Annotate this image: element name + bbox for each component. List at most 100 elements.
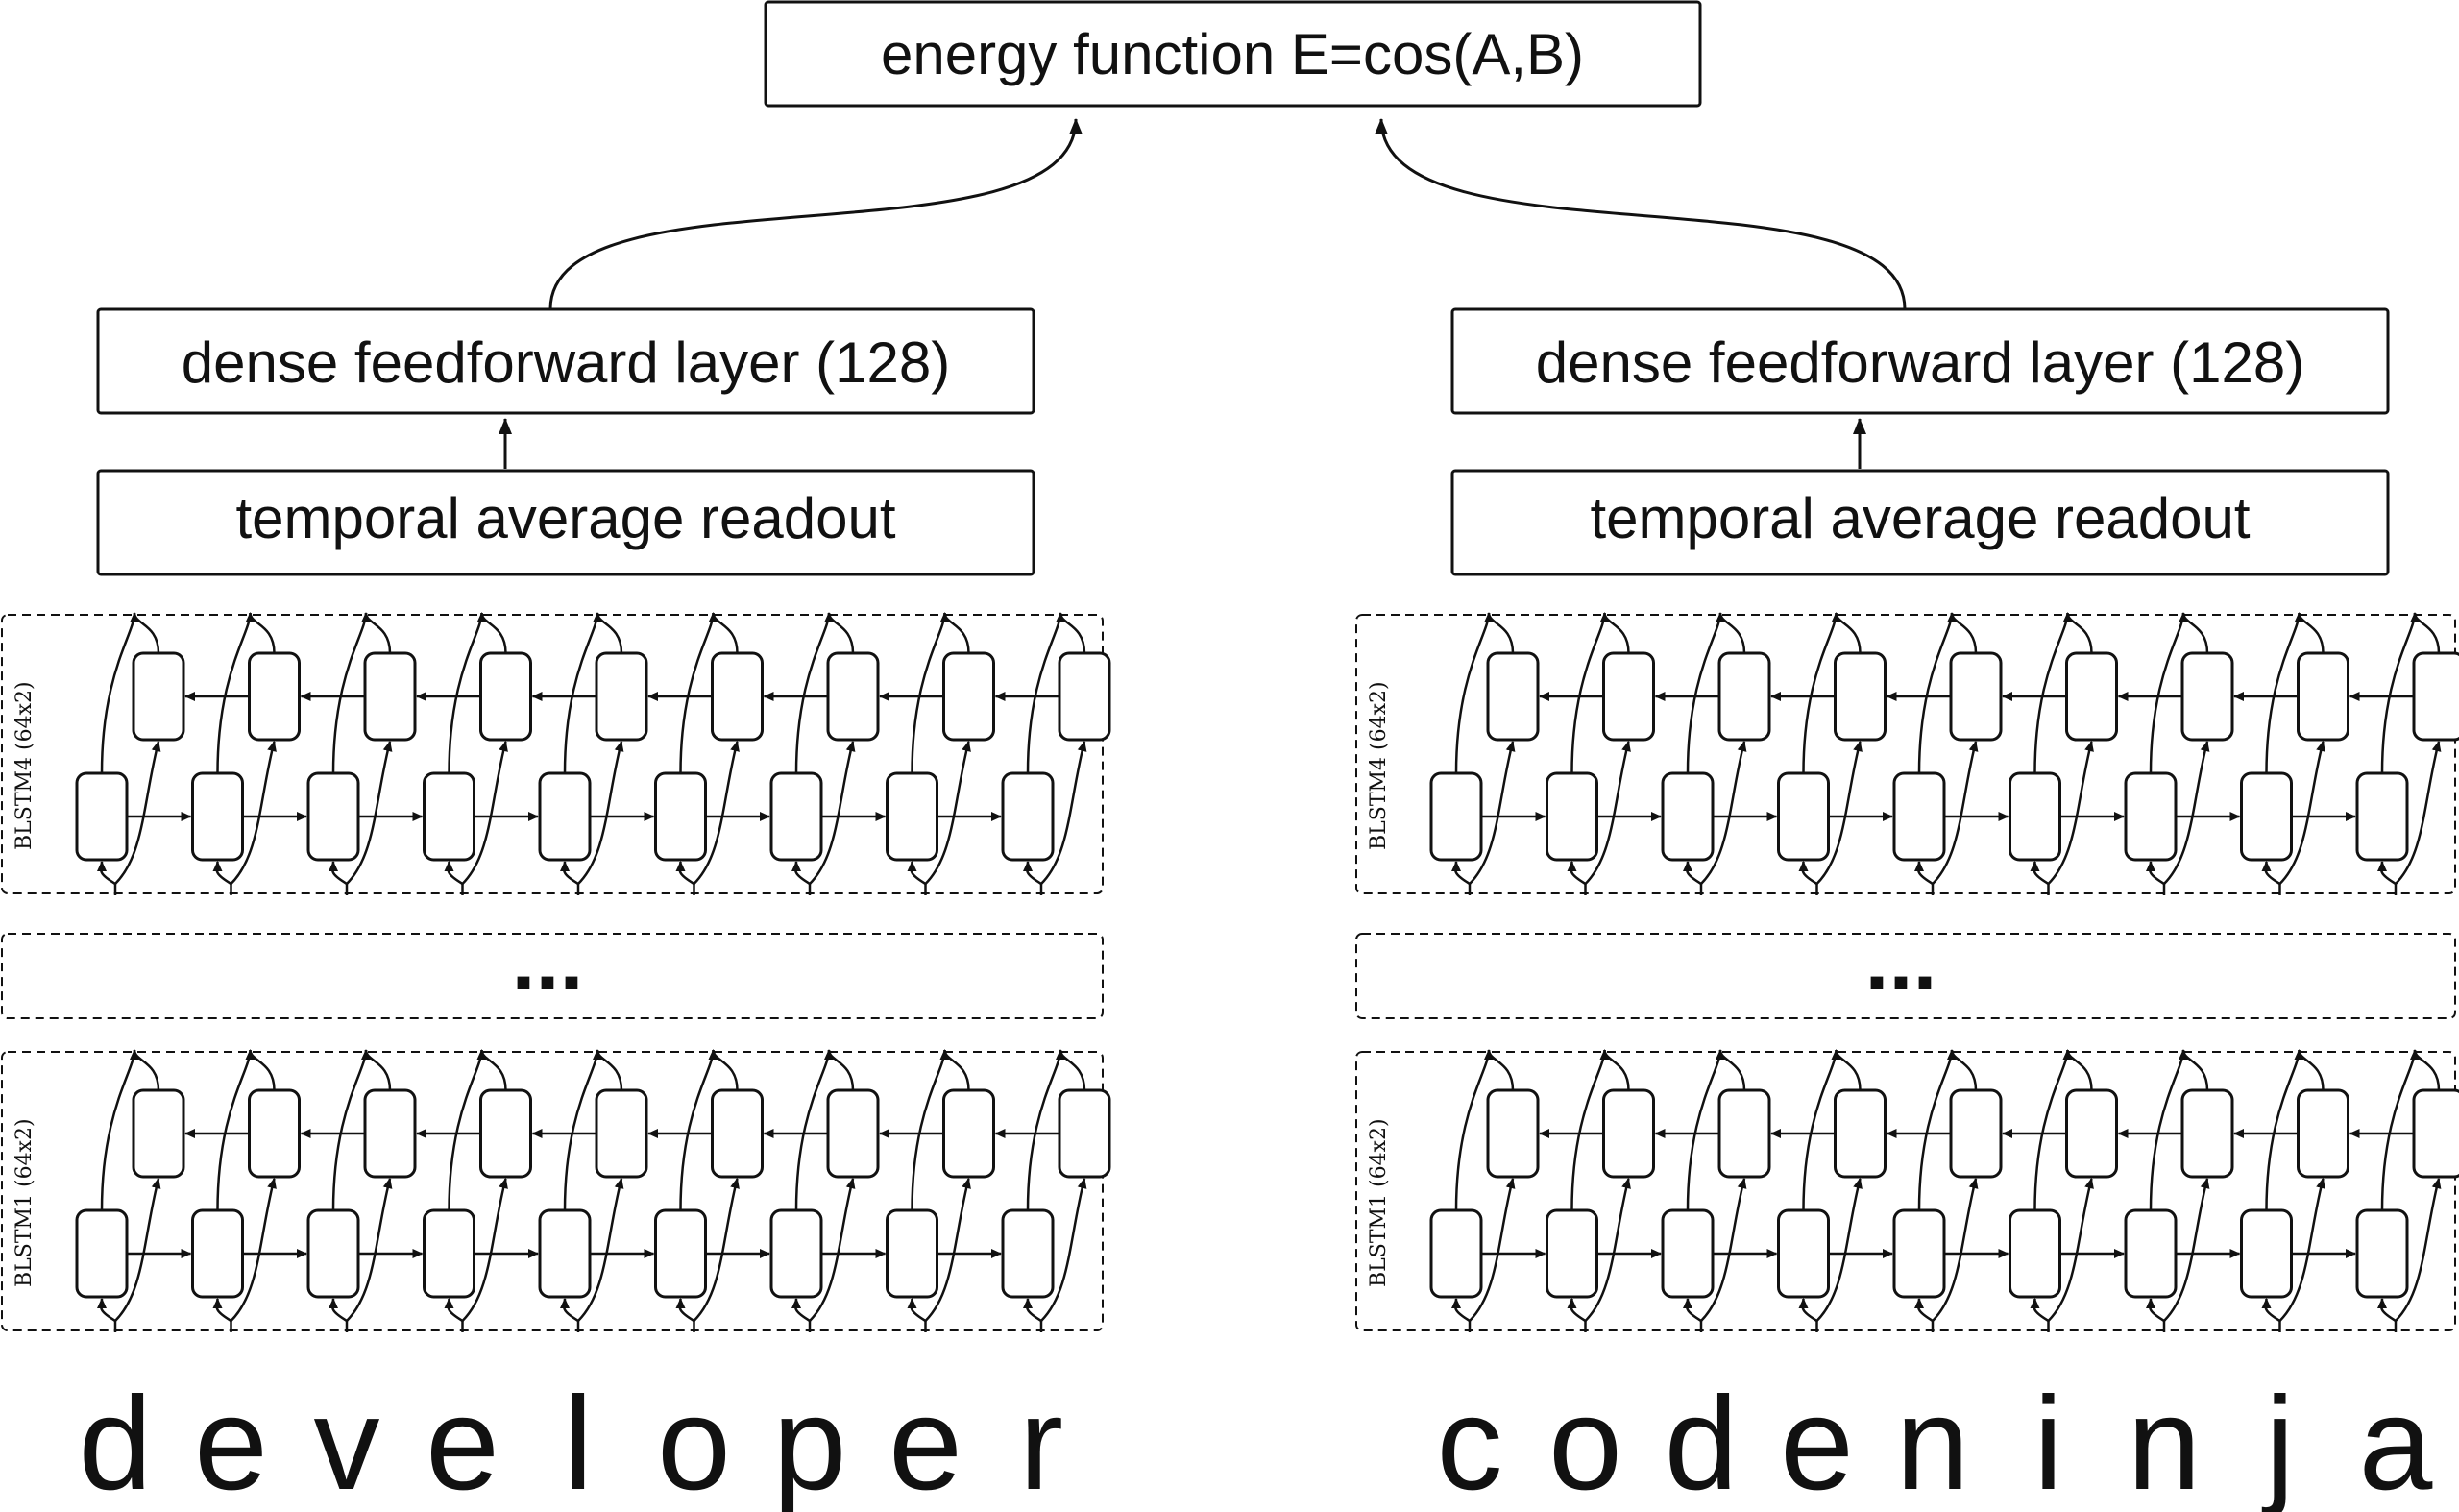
forward-output [911,1049,950,1211]
forward-lstm-cell [2009,1208,2061,1299]
input-to-forward [1450,861,1471,886]
input-to-forward [328,1298,348,1323]
input-to-forward [1567,1298,1587,1323]
left-input-letter: e [889,1370,962,1512]
backward-output [2413,1049,2441,1091]
backward-lstm-cell [1486,1088,1540,1179]
forward-lstm-cell [2009,771,2061,862]
left-dense-layer-label: dense feedforward layer (128) [182,330,950,395]
input-to-forward [675,861,695,886]
backward-output [1950,1049,1978,1091]
backward-lstm-cell [2180,651,2234,742]
backward-lstm-cell [595,651,648,742]
backward-lstm-cell [711,1088,764,1179]
input-to-backward [1584,1178,1631,1322]
input-to-forward [96,861,116,886]
forward-lstm-cell [306,1208,360,1299]
forward-lstm-cell [1429,1208,1483,1299]
input-to-forward [328,861,348,886]
left-input-letter: v [314,1370,380,1512]
input-to-forward [1450,1298,1471,1323]
input-to-forward [1682,861,1702,886]
backward-lstm-cell [132,1088,185,1179]
input-to-backward [461,1178,508,1322]
input-to-backward [1040,1178,1087,1322]
backward-lstm-cell [1602,651,1655,742]
forward-lstm-cell [1546,771,1598,862]
forward-lstm-cell [538,1208,592,1299]
forward-output [100,1049,139,1211]
right-dense-layer-label: dense feedforward layer (128) [1536,330,2304,395]
forward-output [1570,612,1610,774]
input-to-backward [1815,741,1863,885]
backward-output [480,612,507,654]
left-readout-box [96,469,1035,576]
input-to-backward [693,741,740,885]
input-to-forward [1567,861,1587,886]
backward-lstm-cell [2180,1088,2234,1179]
forward-lstm-cell [769,771,823,862]
input-to-backward [2047,1178,2094,1322]
input-to-backward [1040,741,1087,885]
backward-lstm-cell [1949,1088,2003,1179]
forward-lstm-cell [886,771,938,862]
backward-output [2181,1049,2209,1091]
input-to-backward [1469,1178,1516,1322]
energy-function-node: energy function E=cos(A,B) [764,0,1702,108]
backward-output [249,612,276,654]
backward-output [943,612,970,654]
forward-lstm-cell [769,1208,823,1299]
forward-output [563,612,602,774]
forward-output [1917,1049,1957,1211]
input-to-backward [577,741,624,885]
forward-lstm-cell [1892,1208,1946,1299]
input-to-backward [230,1178,277,1322]
backward-output [2413,612,2441,654]
left-input-letter: l [564,1370,594,1512]
input-to-backward [924,1178,971,1322]
left-readout-label: temporal average readout [235,486,895,550]
left-blstm4-layer-label: BLSTM4 (64x2) [12,681,37,850]
input-to-forward [444,861,464,886]
backward-lstm-cell [1717,651,1771,742]
right-readout-box [1450,469,2390,576]
left-input-letter: r [1019,1370,1063,1512]
input-to-backward [577,1178,624,1322]
forward-output [1454,1049,1494,1211]
input-to-forward [1913,861,1934,886]
backward-lstm-cell [1834,1088,1887,1179]
backward-lstm-cell [2065,651,2118,742]
input-to-backward [2278,741,2325,885]
backward-output [1059,612,1086,654]
input-to-forward [2376,861,2397,886]
backward-output [133,612,160,654]
input-to-backward [2163,1178,2210,1322]
right-dense-layer-box [1450,307,2390,415]
input-to-forward [791,861,811,886]
forward-lstm-cell [191,771,244,862]
backward-lstm-cell [826,651,880,742]
forward-lstm-cell [423,771,475,862]
backward-output [712,612,739,654]
input-to-forward [907,861,927,886]
input-to-backward [2395,1178,2442,1322]
forward-output [2380,612,2420,774]
backward-output [2066,1049,2093,1091]
forward-output [2265,1049,2304,1211]
right-input-letter: d [1665,1370,1739,1512]
input-to-backward [1700,1178,1747,1322]
input-to-backward [461,741,508,885]
input-to-backward [2047,741,2094,885]
input-to-forward [1682,1298,1702,1323]
forward-lstm-cell [191,1208,244,1299]
backward-lstm-cell [2297,651,2349,742]
forward-output [1026,612,1065,774]
backward-lstm-cell [2297,1088,2349,1179]
input-to-forward [2145,861,2165,886]
input-to-backward [809,1178,856,1322]
backward-lstm-cell [942,1088,995,1179]
forward-output [2149,1049,2188,1211]
backward-output [943,1049,970,1091]
backward-lstm-cell [595,1088,648,1179]
forward-lstm-cell [1661,771,1715,862]
